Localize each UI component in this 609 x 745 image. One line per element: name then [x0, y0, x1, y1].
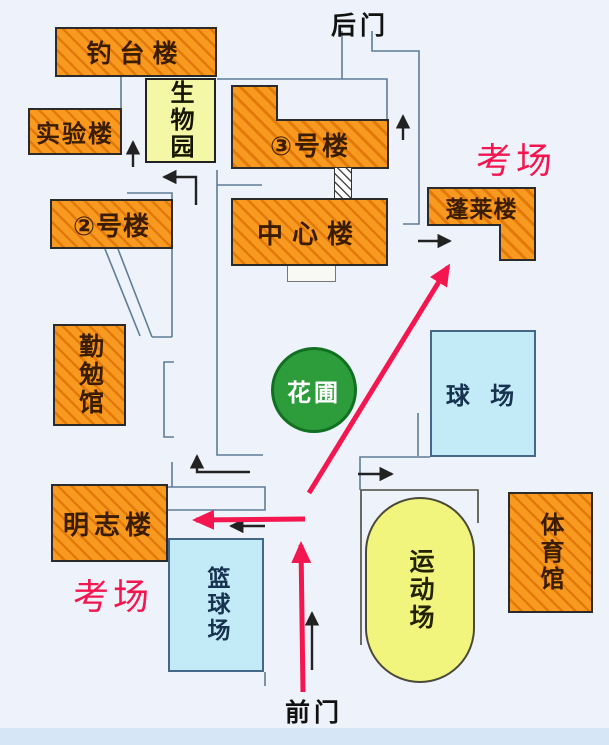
building-qinmian: 勤勉馆	[53, 324, 126, 426]
ball-court: 球 场	[430, 330, 536, 457]
ball-court-label: 球 场	[445, 382, 521, 410]
building-tiyu-label: 体育馆	[536, 512, 564, 593]
biology-garden: 生物园	[145, 78, 216, 163]
building-sanhao-label: ③号楼	[269, 131, 350, 162]
building-erhao: ②号楼	[50, 199, 173, 249]
building-diaotai-label: 钓台楼	[86, 39, 186, 68]
building-mingzhi-label: 明志楼	[62, 510, 156, 541]
exam-label-top-right: 考场	[476, 141, 557, 182]
flower-garden: 花圃	[271, 347, 357, 433]
building-penglai-label: 蓬莱楼	[445, 196, 518, 223]
sports-field: 运动场	[365, 497, 475, 683]
sports-field-label: 运动场	[406, 548, 435, 632]
building-erhao-label: ②号楼	[72, 211, 150, 242]
building-zhongxin-label: 中心楼	[256, 219, 362, 250]
building-zhongxin: 中心楼	[231, 198, 388, 266]
building-shiyan-label: 实验楼	[36, 120, 114, 148]
red-route-to-mingzhi	[192, 509, 306, 530]
bottom-margin-band	[0, 728, 609, 745]
building-tiyu: 体育馆	[508, 492, 593, 613]
building-qinmian-label: 勤勉馆	[75, 333, 105, 417]
center-building-entrance	[287, 265, 336, 282]
red-route-from-front-gate	[291, 541, 312, 693]
arrow-bent-up-center	[189, 454, 250, 474]
biology-garden-label: 生物园	[166, 80, 194, 161]
building-mingzhi: 明志楼	[51, 484, 168, 562]
front-gate-label: 前门	[285, 698, 344, 727]
building-diaotai: 钓台楼	[55, 27, 217, 77]
exam-label-bottom-left: 考场	[73, 577, 154, 618]
basketball-court: 篮球场	[168, 538, 264, 672]
basketball-court-label: 篮球场	[203, 566, 229, 644]
flower-garden-label: 花圃	[287, 378, 341, 407]
building-shiyan: 实验楼	[28, 108, 122, 155]
hatched-corridor	[334, 167, 352, 199]
back-gate-label: 后门	[331, 11, 390, 40]
